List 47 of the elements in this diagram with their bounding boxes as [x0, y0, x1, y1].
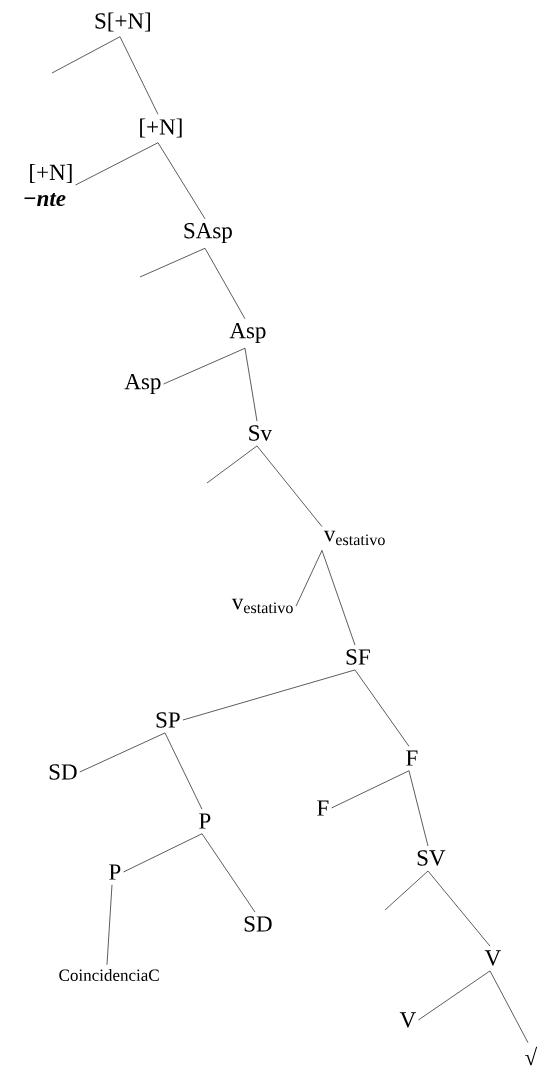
branch-line	[163, 347, 246, 385]
branch-line	[201, 833, 256, 913]
branch-line	[75, 142, 159, 186]
branch-line	[331, 770, 410, 809]
tree-label: √	[525, 1046, 538, 1066]
branch-line	[417, 970, 491, 1021]
branch-line	[384, 870, 429, 911]
branch-line	[295, 550, 323, 607]
tree-label: SD	[244, 916, 272, 932]
tree-label: v$_{estativo}$	[323, 530, 385, 546]
tree-label: SAsp	[184, 222, 232, 244]
branch-line	[204, 247, 246, 320]
tree-label: [+N] −nte	[24, 163, 72, 207]
branch-line	[489, 970, 529, 1044]
tree-label: SF	[346, 649, 370, 665]
tree-label: V	[484, 950, 501, 966]
branch-line	[427, 870, 491, 947]
tree-label: F	[317, 800, 329, 816]
tree-label: Asp	[124, 373, 161, 395]
branch-line	[256, 445, 323, 527]
branch-line	[106, 884, 113, 966]
tree-label: CoincidenciaC	[59, 969, 159, 981]
branch-line	[182, 669, 356, 721]
branch-line	[139, 247, 206, 278]
branch-line	[164, 732, 203, 810]
branch-line	[206, 445, 258, 484]
branch-line	[354, 669, 410, 747]
branch-line	[51, 36, 121, 74]
branch-line	[119, 36, 159, 115]
branch-line	[244, 347, 258, 422]
tree-label: Sv	[249, 425, 273, 441]
tree-label: SD	[49, 764, 77, 780]
tree-label: S[+N]	[95, 12, 150, 32]
branch-line	[79, 732, 166, 773]
tree-label: [+N]	[140, 118, 182, 138]
tree-label: F	[406, 750, 418, 766]
tree-label: v$_{estativo}$	[231, 598, 293, 614]
tree-label: Asp	[229, 322, 266, 344]
branch-line	[321, 550, 356, 646]
branch-line	[157, 142, 206, 220]
tree-label: P	[109, 864, 121, 880]
tree-label: SV	[417, 850, 446, 866]
tree-label: P	[199, 813, 211, 829]
tree-label: SP	[156, 712, 180, 728]
tree-label: V	[399, 1012, 416, 1028]
branch-line	[408, 770, 429, 847]
branch-line	[123, 833, 203, 873]
